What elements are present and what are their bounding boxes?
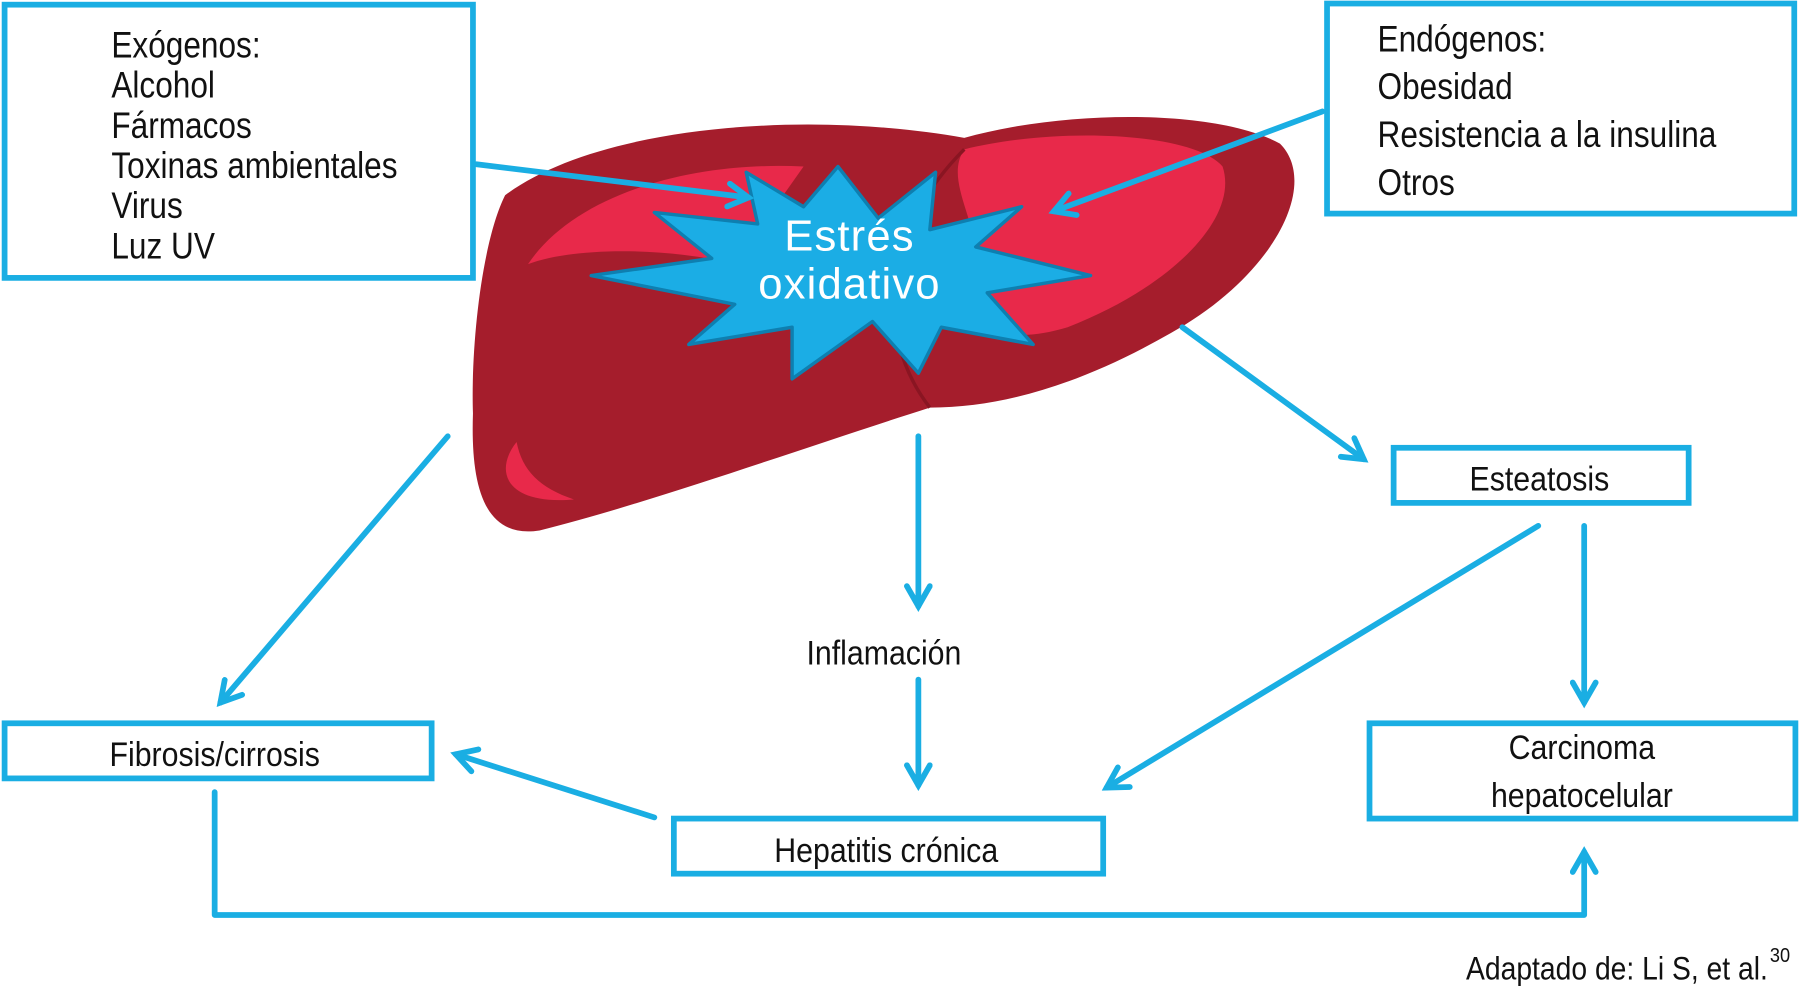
exogenous-item: Alcohol (111, 65, 215, 106)
arrow-to-fibrosis (216, 433, 451, 708)
endogenous-item: Resistencia a la insulina (1378, 115, 1718, 156)
exogenous-item: Virus (111, 186, 182, 227)
arrows (211, 108, 1599, 918)
endogenous-item: Otros (1378, 163, 1455, 204)
endogenous-item: Obesidad (1378, 67, 1513, 108)
source-text: Adaptado de: Li S, et al. (1466, 952, 1768, 987)
endogenous-title: Endógenos: (1378, 20, 1547, 61)
svg-text:Adaptado de: Li S, et al.: Adaptado de: Li S, et al. (1466, 952, 1768, 987)
source-ref: 30 (1770, 944, 1790, 967)
exogenous-item: Toxinas ambientales (111, 146, 397, 187)
exogenous-box: Exógenos: Alcohol Fármacos Toxinas ambie… (1, 1, 476, 281)
oxidative-stress-starburst: Estrés oxidativo (589, 164, 1093, 381)
fibrosis-label: Fibrosis/cirrosis (109, 735, 319, 773)
exogenous-item: Fármacos (111, 106, 251, 147)
exogenous-item: Luz UV (111, 226, 215, 267)
arrow-to-steatosis (1179, 324, 1369, 463)
carcinoma-label-line2: hepatocelular (1491, 776, 1673, 814)
carcinoma-box: Carcinoma hepatocelular (1366, 720, 1799, 822)
steatosis-box: Esteatosis (1390, 444, 1692, 506)
arrow-fibrosis-to-carcinoma (211, 789, 1599, 918)
carcinoma-label-line1: Carcinoma (1509, 728, 1656, 766)
fibrosis-box: Fibrosis/cirrosis (1, 720, 435, 782)
hepatitis-label: Hepatitis crónica (774, 831, 999, 869)
arrow-hepatitis-to-fibrosis (450, 746, 658, 821)
arrow-steatosis-to-hepatitis (1101, 522, 1542, 791)
center-line1: Estrés (784, 212, 914, 260)
center-line2: oxidativo (758, 261, 940, 309)
endogenous-box: Endógenos: Obesidad Resistencia a la ins… (1324, 0, 1798, 217)
hepatitis-box: Hepatitis crónica (670, 815, 1107, 877)
exogenous-title: Exógenos: (111, 25, 260, 66)
inflammation-label: Inflamación (806, 634, 961, 672)
steatosis-label: Esteatosis (1470, 459, 1610, 497)
arrow-exogenous-to-stress (473, 161, 755, 210)
arrow-endogenous-to-stress (1048, 108, 1326, 218)
source-citation: Adaptado de: Li S, et al. 30 (1466, 944, 1790, 987)
